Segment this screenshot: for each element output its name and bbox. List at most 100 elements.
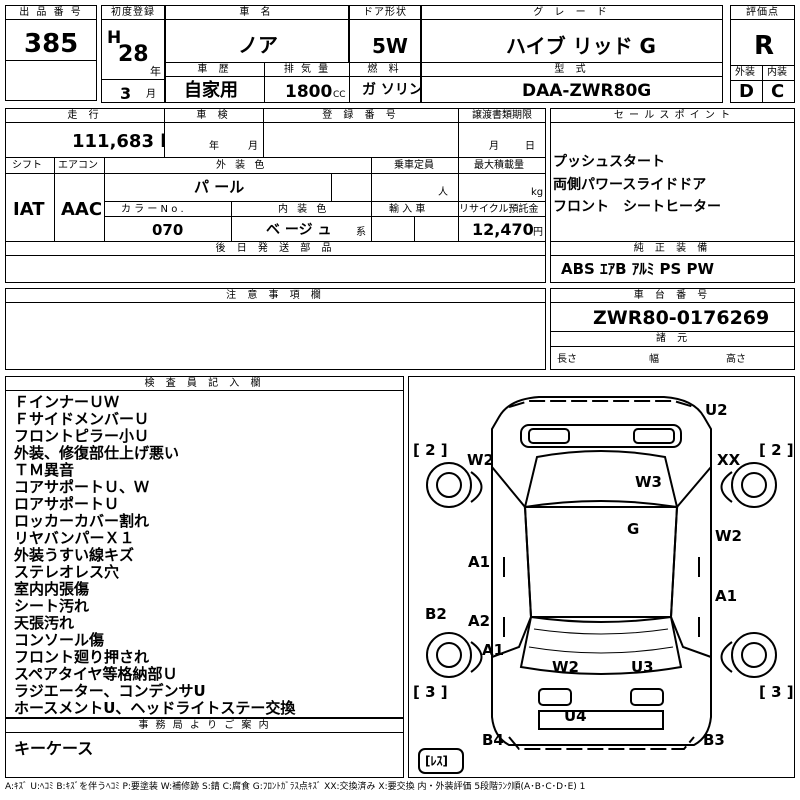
era-letter: H xyxy=(107,28,122,48)
displacement: 1800 xyxy=(285,82,333,102)
mark-g: G xyxy=(627,520,640,538)
width-label: 幅 xyxy=(649,354,659,365)
chassis-number: ZWR80-0176269 xyxy=(593,307,770,329)
legend: A:ｷｽﾞ U:ﾍｺﾐ B:ｷｽﾞを伴うﾍｺﾐ P:要塗装 W:補修跡 S:錆 … xyxy=(5,782,586,792)
mark-w2-bottom: W2 xyxy=(552,658,579,676)
mileage-header: 走 行 xyxy=(6,109,164,123)
registration-month: 3 xyxy=(120,84,132,103)
notes-box: 注 意 事 項 欄 xyxy=(5,288,546,370)
inspector-note: コンソール傷 xyxy=(14,631,105,649)
ext-color-header: 外 装 色 xyxy=(216,160,268,171)
int-color-header: 内 装 色 xyxy=(278,204,330,215)
tire-front-right-label: [ 2 ] xyxy=(759,441,794,459)
inspector-note: ラジエーター、コンデンサU xyxy=(14,682,206,700)
fuel-header: 燃 料 xyxy=(350,63,420,77)
mileage-box: 走 行 111,683 km xyxy=(5,108,191,158)
lot-number: 385 xyxy=(24,29,79,59)
inspector-header: 検 査 員 記 入 欄 xyxy=(6,377,403,391)
length-label: 長さ xyxy=(557,354,577,365)
mark-u2: U2 xyxy=(705,401,728,419)
fuel-box: 燃 料 ガ ソリン xyxy=(349,62,423,103)
car-name: ノア xyxy=(238,33,278,57)
inspector-note: リヤバンパーＸ１ xyxy=(14,529,135,547)
deadline-box: 譲渡書類期限 月 日 xyxy=(458,108,546,158)
car-outline-diagram xyxy=(418,396,777,774)
first-registration-box: 初度登録 H 28 年 3 月 xyxy=(101,5,165,103)
mark-w3: W3 xyxy=(635,473,662,491)
history-box: 車 歴 自家用 xyxy=(165,62,265,103)
interior-header: 内装 xyxy=(767,67,787,78)
reg-number-header: 登 録 番 号 xyxy=(264,109,458,123)
equipment-box: 純 正 装 備 ABS ｴｱB ｱﾙﾐ PS PW xyxy=(550,241,795,283)
inspector-note: 室内内張傷 xyxy=(14,580,90,598)
sales-point-header: セ ー ル ス ポ イ ン ト xyxy=(551,109,794,123)
mark-a1-right: A1 xyxy=(715,587,738,605)
int-color-suffix: 系 xyxy=(356,227,366,238)
inspector-note: コアサポートＵ、Ｗ xyxy=(14,478,150,496)
mark-b2: B2 xyxy=(425,605,447,623)
lot-number-header: 出 品 番 号 xyxy=(6,6,96,20)
mark-w2-top-left: W2 xyxy=(467,451,494,469)
office-header: 事 務 局 よ り ご 案 内 xyxy=(6,719,403,733)
inspector-note: 外装、修復部仕上げ悪い xyxy=(14,444,180,462)
grade-value: ハイブ リッド G xyxy=(506,34,656,58)
model-code-box: 型 式 DAA-ZWR80G xyxy=(421,62,723,103)
deadline-day-unit: 日 xyxy=(525,141,535,152)
inspection-month-unit: 月 xyxy=(248,141,258,152)
inspector-note: 天張汚れ xyxy=(14,614,75,632)
tire-front-left-label: [ 2 ] xyxy=(413,441,448,459)
model-code: DAA-ZWR80G xyxy=(522,81,652,101)
equipment-list: ABS ｴｱB ｱﾙﾐ PS PW xyxy=(561,260,715,278)
fuel-type: ガ ソリン xyxy=(362,82,423,98)
int-color-value: ベ ージ ュ xyxy=(266,222,332,238)
mark-xx: XX xyxy=(717,451,741,469)
chassis-header: 車 台 番 号 xyxy=(551,289,794,303)
mark-b4: B4 xyxy=(482,731,504,749)
inspection-header: 車 検 xyxy=(165,109,263,123)
inspector-note: スペアタイヤ等格納部Ｕ xyxy=(14,665,178,683)
doors-header: ドア形状 xyxy=(350,6,420,20)
tire-rear-left-label: [ 3 ] xyxy=(413,683,448,701)
dimensions-header: 諸 元 xyxy=(656,333,692,344)
mark-a1-bottom-left: A1 xyxy=(482,641,505,659)
recycle-header: リサイクル預託金 xyxy=(459,204,539,215)
inspector-note: フロントピラー小Ｕ xyxy=(14,427,150,445)
mark-w2-right: W2 xyxy=(715,527,742,545)
mark-a2: A2 xyxy=(468,612,491,630)
car-name-header: 車 名 xyxy=(166,6,348,20)
yen-unit: 円 xyxy=(533,227,543,238)
sales-point-box: セ ー ル ス ポ イ ン ト プッシュスタート 両側パワースライドドア フロン… xyxy=(550,108,795,256)
mark-u3: U3 xyxy=(631,658,654,676)
import-header: 輸 入 車 xyxy=(389,204,426,215)
vehicle-history: 自家用 xyxy=(184,80,238,101)
capacity-header: 乗車定員 xyxy=(394,160,434,171)
score-header: 評価点 xyxy=(731,6,794,20)
ext-color-value: パ ール xyxy=(194,178,245,196)
capacity-unit: 人 xyxy=(438,187,448,198)
mark-u4: U4 xyxy=(564,707,587,725)
displacement-header: 排 気 量 xyxy=(265,63,349,77)
details-grid: シフト エアコン 外 装 色 乗車定員 最大積載量 IAT AAC パ ール 人… xyxy=(5,157,546,242)
height-label: 高さ xyxy=(726,354,746,365)
deadline-month-unit: 月 xyxy=(489,141,499,152)
shift-value: IAT xyxy=(13,199,45,220)
spare-tire-label: [ﾚｽ] xyxy=(425,754,448,768)
office-box: 事 務 局 よ り ご 案 内 キーケース xyxy=(5,718,404,778)
registration-year: 28 xyxy=(118,42,149,67)
inspector-note: フロント廻り押され xyxy=(14,648,150,666)
shift-header: シフト xyxy=(12,160,42,171)
recycle-fee: 12,470 xyxy=(472,220,534,239)
sales-point-3: フロント シートヒーター xyxy=(553,199,721,215)
color-no-header: カ ラ ー N o . xyxy=(121,204,184,215)
sales-point-1: プッシュスタート xyxy=(553,154,665,170)
inspector-note: 外装うすい線キズ xyxy=(14,546,135,564)
displacement-box: 排 気 量 1800 CC xyxy=(264,62,350,103)
office-note: キーケース xyxy=(14,739,94,758)
inspector-note: ＴＭ異音 xyxy=(14,461,75,479)
aircon-header: エアコン xyxy=(58,160,98,171)
inspector-note: ロアサポートＵ xyxy=(14,495,120,513)
mark-b3: B3 xyxy=(703,731,725,749)
cc-unit: CC xyxy=(333,90,346,100)
inspector-note: ロッカーカバー割れ xyxy=(14,512,150,530)
